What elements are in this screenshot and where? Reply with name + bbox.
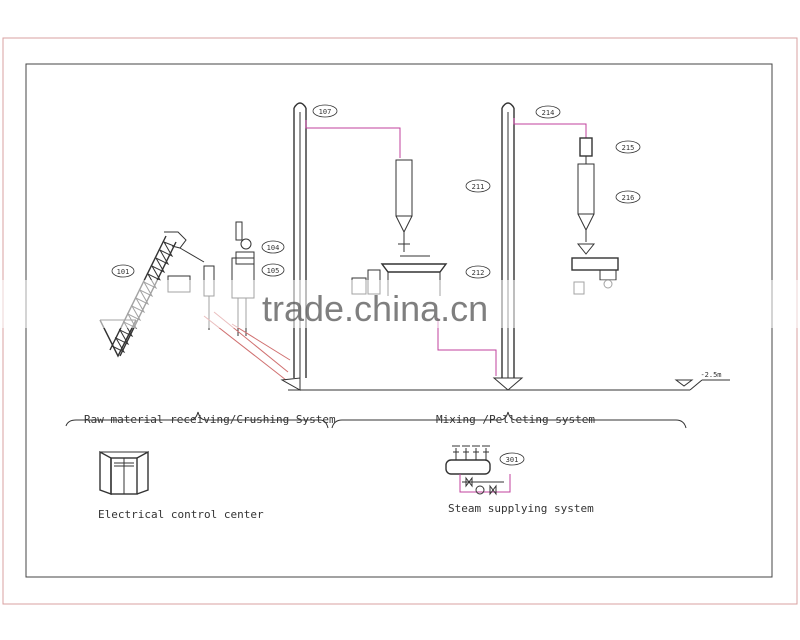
tag-301: 301 xyxy=(499,452,525,466)
tag-212: 212 xyxy=(465,265,491,279)
tag-107: 107 xyxy=(312,104,338,118)
svg-text:211: 211 xyxy=(472,183,485,191)
magnet-215 xyxy=(579,137,593,164)
level-label: -2.5m xyxy=(700,371,721,379)
tag-101: 101 xyxy=(111,264,135,278)
raw-material-label: Raw material receiving/Crushing System xyxy=(84,413,336,426)
bin-216 xyxy=(577,163,595,242)
svg-text:212: 212 xyxy=(472,269,485,277)
svg-text:101: 101 xyxy=(117,268,130,276)
bucket-elevator-107 xyxy=(280,102,307,391)
tag-105: 105 xyxy=(261,263,285,277)
brace-mixing xyxy=(331,411,687,429)
svg-text:301: 301 xyxy=(506,456,519,464)
brace-raw-material xyxy=(65,411,329,429)
pipe-214-to-215 xyxy=(513,118,587,138)
svg-text:107: 107 xyxy=(319,108,332,116)
batching-bin-211 xyxy=(395,159,413,252)
level-marker: -2.5m xyxy=(674,371,722,387)
svg-text:104: 104 xyxy=(267,244,280,252)
svg-text:215: 215 xyxy=(622,144,635,152)
electrical-caption: Electrical control center xyxy=(98,508,264,521)
mixing-label: Mixing /Pelleting system xyxy=(436,413,595,426)
pipe-107-to-bin xyxy=(305,120,401,158)
svg-text:105: 105 xyxy=(267,267,280,275)
tag-215: 215 xyxy=(615,140,641,154)
tag-216: 216 xyxy=(615,190,641,204)
steam-piping xyxy=(459,474,511,496)
tag-104: 104 xyxy=(261,240,285,254)
tag-214: 214 xyxy=(535,105,561,119)
watermark: trade.china.cn xyxy=(0,280,800,329)
svg-text:216: 216 xyxy=(622,194,635,202)
bucket-elevator-214 xyxy=(492,102,524,391)
svg-text:214: 214 xyxy=(542,109,555,117)
pipe-mixer-to-elevator xyxy=(437,318,497,376)
electrical-cabinet-icon xyxy=(99,450,149,495)
floor-line xyxy=(288,379,730,391)
svg-text:trade.china.cn: trade.china.cn xyxy=(262,288,488,329)
steam-caption: Steam supplying system xyxy=(448,502,594,515)
tag-211: 211 xyxy=(465,179,491,193)
steam-header xyxy=(445,445,491,475)
